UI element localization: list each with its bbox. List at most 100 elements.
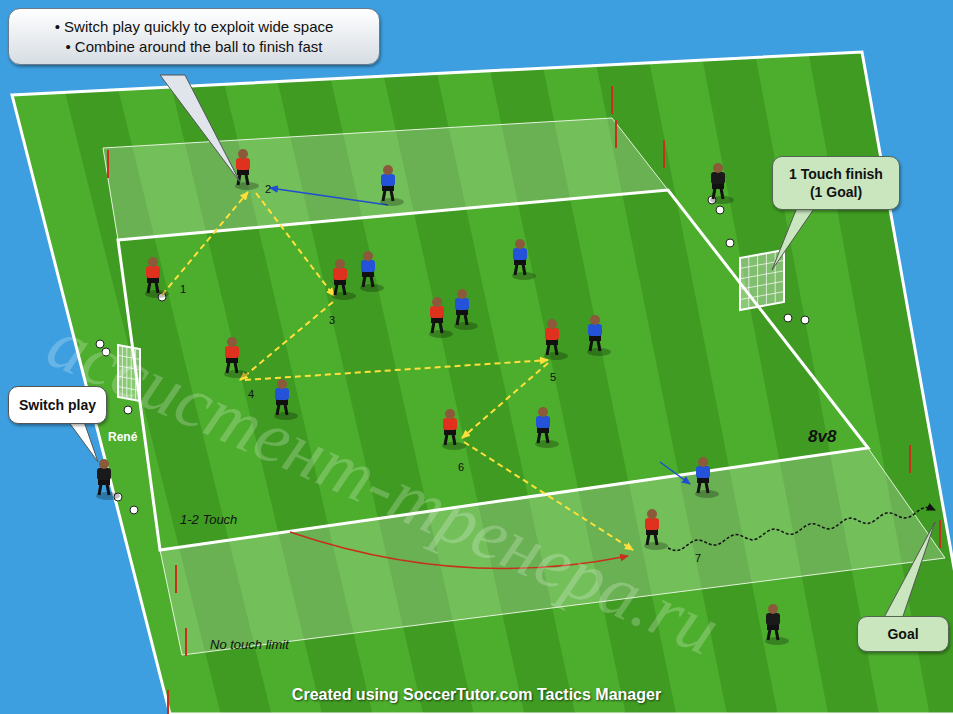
player <box>765 604 789 645</box>
ball <box>102 348 110 356</box>
shirt <box>333 268 347 280</box>
shirt <box>430 306 444 318</box>
head <box>277 379 287 389</box>
callout-number: 3 <box>329 314 335 326</box>
shirt <box>381 174 395 186</box>
leg <box>335 284 337 295</box>
net-line <box>122 346 123 398</box>
head <box>227 337 237 347</box>
marker-pole <box>909 445 911 473</box>
marker-pole <box>107 150 109 178</box>
head <box>335 259 345 269</box>
net-line <box>757 255 758 307</box>
shirt <box>455 298 469 310</box>
head <box>590 315 600 325</box>
callout-box: Goal <box>857 616 949 652</box>
pass-line <box>462 363 548 438</box>
player-run <box>290 532 628 569</box>
leg <box>156 282 158 293</box>
shirt <box>361 260 375 272</box>
head <box>432 297 442 307</box>
net-line <box>131 347 132 399</box>
head <box>238 149 248 159</box>
leg <box>590 340 592 351</box>
shirt <box>645 518 659 530</box>
head <box>698 457 708 467</box>
marker-pole <box>615 120 617 148</box>
pass-line <box>464 442 633 550</box>
area-label: 8v8 <box>808 427 836 447</box>
net-line <box>118 366 140 370</box>
ball <box>130 506 138 514</box>
pass-line <box>162 192 248 295</box>
leg <box>547 344 549 355</box>
callout-pointer <box>880 522 935 625</box>
head <box>148 257 158 267</box>
marker-pole <box>611 86 613 114</box>
caption: Created using SoccerTutor.com Tactics Ma… <box>292 686 661 704</box>
leg <box>647 534 649 545</box>
callout-text: 1 Touch finish (1 Goal) <box>781 165 891 201</box>
callout-box: Switch play <box>8 386 107 424</box>
net-line <box>740 281 784 289</box>
callout-number: 2 <box>265 183 271 195</box>
net-line <box>766 253 767 305</box>
callout-box: 1 Touch finish (1 Goal) <box>772 156 900 210</box>
leg <box>768 629 770 640</box>
leg <box>285 404 287 415</box>
pass-line <box>245 360 548 380</box>
head <box>99 459 109 469</box>
player <box>235 149 259 190</box>
head <box>768 604 778 614</box>
callout-number: 7 <box>695 552 701 564</box>
callout-text: Goal <box>864 625 942 643</box>
callout-number: 4 <box>248 388 254 400</box>
shirt <box>711 172 725 184</box>
player <box>380 165 404 206</box>
callout-number: 5 <box>550 371 556 383</box>
player <box>710 163 734 204</box>
watermark: ассистент-тренера.ru <box>35 300 732 672</box>
leg <box>713 188 715 199</box>
leg <box>246 174 248 185</box>
head <box>713 163 723 173</box>
shirt <box>146 266 160 278</box>
head <box>445 409 455 419</box>
marker-pole <box>939 520 941 548</box>
central-area <box>118 190 868 550</box>
head <box>363 251 373 261</box>
leg <box>546 432 548 443</box>
net-line <box>118 355 140 359</box>
defender-run <box>660 462 690 484</box>
callout-text: • Combine around the ball to finish fast <box>19 37 369 57</box>
ball <box>96 340 104 348</box>
zone-rule: No touch limit <box>210 637 289 652</box>
leg <box>343 284 345 295</box>
callout-box: • Switch play quickly to exploit wide sp… <box>8 8 380 65</box>
player <box>96 459 120 500</box>
coach-name: René <box>108 430 137 444</box>
callout-number: 1 <box>180 283 186 295</box>
player <box>274 379 298 420</box>
leg <box>706 482 708 493</box>
leg <box>371 276 373 287</box>
leg <box>148 282 150 293</box>
net-line <box>748 256 749 308</box>
net-line <box>126 347 127 399</box>
player <box>695 457 719 498</box>
leg <box>655 534 657 545</box>
player <box>442 409 466 450</box>
leg <box>776 629 778 640</box>
callout-pointer <box>772 200 820 270</box>
player <box>454 289 478 330</box>
shirt <box>275 388 289 400</box>
shirt <box>236 158 250 170</box>
ball <box>716 206 724 214</box>
callout-pointer <box>160 75 240 182</box>
wide-zone <box>103 118 668 240</box>
leg <box>391 190 393 201</box>
net-line <box>118 387 140 391</box>
leg <box>277 404 279 415</box>
ball <box>124 406 132 414</box>
player <box>360 251 384 292</box>
